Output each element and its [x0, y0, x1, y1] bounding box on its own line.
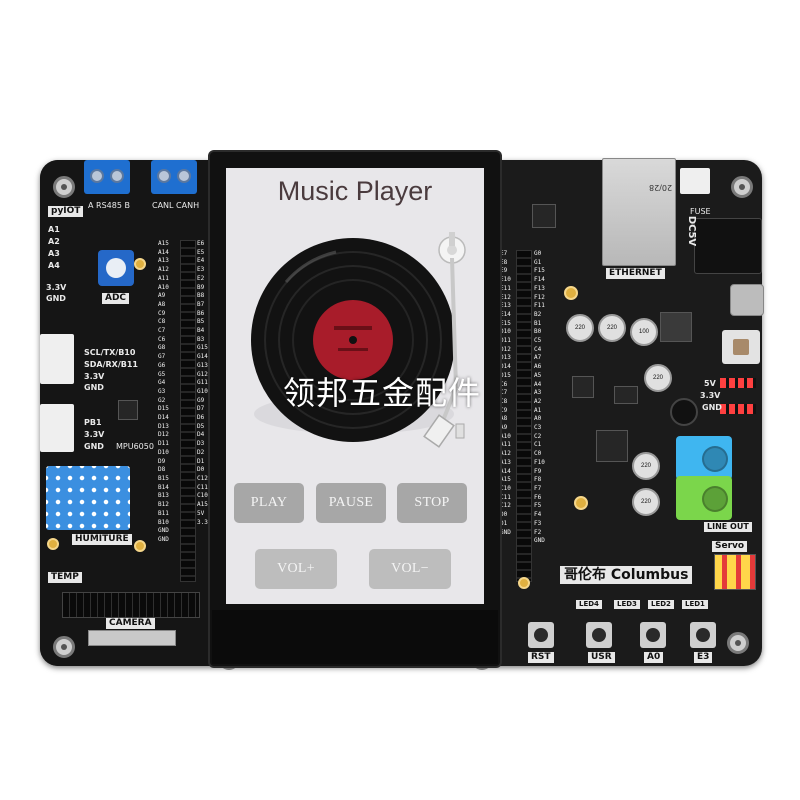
label-pyiot: pyIOT	[48, 206, 84, 217]
label-gnd-c: GND	[46, 294, 66, 303]
rs485-terminal	[84, 160, 130, 194]
red-indicator-leds	[720, 378, 756, 388]
user-button[interactable]	[586, 622, 612, 648]
red-indicator-leds	[720, 404, 756, 414]
e3-button[interactable]	[690, 622, 716, 648]
buzzer	[670, 398, 698, 426]
camera-fpc-connector	[88, 630, 176, 646]
gold-pad	[518, 577, 530, 589]
label-3v3-b: 3.3V	[84, 430, 105, 439]
ethernet-phy-chip	[532, 204, 556, 228]
play-button[interactable]: PLAY	[234, 483, 304, 523]
label-3v3-a: 3.3V	[84, 372, 105, 381]
power-connector	[680, 168, 710, 194]
usb-c-port	[730, 284, 764, 316]
volume-up-button[interactable]: VOL+	[255, 549, 337, 589]
label-a4: A4	[48, 261, 60, 270]
gold-pad	[134, 258, 146, 270]
label-led3: LED3	[614, 600, 640, 609]
label-led2: LED2	[648, 600, 674, 609]
tonearm-icon	[423, 232, 466, 448]
label-led1: LED1	[682, 600, 708, 609]
label-gnd-b: GND	[84, 442, 104, 451]
audio-codec-chip	[596, 430, 628, 462]
label-gnd-a: GND	[84, 383, 104, 392]
power-switch	[722, 330, 760, 364]
gold-pad	[564, 286, 578, 300]
label-camera: CAMERA	[106, 618, 155, 629]
label-a2: A2	[48, 237, 60, 246]
watermark-text: 领邦五金配件	[283, 374, 482, 412]
gold-pad	[134, 540, 146, 552]
brand-label: 哥伦布 Columbus	[560, 566, 693, 584]
capacitor: 220	[566, 314, 594, 342]
can-terminal	[151, 160, 197, 194]
label-e3: E3	[694, 652, 713, 663]
label-dc5v: DC5V	[686, 215, 698, 247]
label-3v3-c: 3.3V	[46, 283, 67, 292]
audio-jack-green	[676, 476, 732, 520]
label-fuse: FUSE	[690, 207, 711, 216]
label-mpu6050: MPU6050	[116, 442, 154, 451]
label-can: CANL CANH	[152, 201, 200, 210]
mounting-hole	[53, 176, 75, 198]
mounting-hole	[731, 176, 753, 198]
i2c-connector	[40, 334, 74, 384]
capacitor: 220	[632, 488, 660, 516]
label-a1: A1	[48, 225, 60, 234]
rj45-label: 20/28	[649, 183, 673, 192]
label-line-out: LINE OUT	[704, 522, 752, 532]
audio-jack-blue	[676, 436, 732, 480]
label-servo: Servo	[712, 541, 748, 552]
label-usr: USR	[588, 652, 615, 663]
transistor	[614, 386, 638, 404]
label-rst: RST	[528, 652, 554, 663]
reset-button[interactable]	[528, 622, 554, 648]
vinyl-record-icon	[251, 238, 455, 442]
capacitor: 220	[598, 314, 626, 342]
label-sda: SDA/RX/B11	[84, 360, 138, 369]
transistor	[572, 376, 594, 398]
pause-button[interactable]: PAUSE	[316, 483, 386, 523]
servo-header	[714, 554, 756, 590]
stop-button[interactable]: STOP	[397, 483, 467, 523]
capacitor: 100	[630, 318, 658, 346]
label-adc: ADC	[102, 293, 130, 304]
label-gnd: GND	[702, 403, 722, 412]
adc-potentiometer	[98, 250, 134, 286]
gold-pad	[47, 538, 59, 550]
label-rs485: A RS485 B	[88, 201, 130, 210]
mounting-hole	[727, 632, 749, 654]
regulator-chip	[660, 312, 692, 342]
label-a3: A3	[48, 249, 60, 258]
pin-header-left	[180, 240, 196, 582]
capacitor: 220	[644, 364, 672, 392]
capacitor: 220	[632, 452, 660, 480]
a0-button[interactable]	[640, 622, 666, 648]
label-scl: SCL/TX/B10	[84, 348, 136, 357]
label-5v: 5V	[704, 379, 716, 388]
camera-header	[62, 592, 200, 618]
humiture-sensor	[46, 466, 130, 530]
mpu6050-chip	[118, 400, 138, 420]
volume-down-button[interactable]: VOL−	[369, 549, 451, 589]
gpio-connector	[40, 404, 74, 452]
label-temp: TEMP	[48, 572, 82, 583]
gold-pad	[574, 496, 588, 510]
label-a0: A0	[644, 652, 664, 663]
dc-barrel-jack	[694, 218, 762, 274]
ethernet-rj45-port: 20/28	[602, 158, 676, 266]
mounting-hole	[53, 636, 75, 658]
label-pb1: PB1	[84, 418, 102, 427]
lcd-bezel-bottom	[212, 610, 498, 664]
label-led4: LED4	[576, 600, 602, 609]
label-ethernet: ETHERNET	[606, 268, 665, 279]
music-player-title: Music Player	[277, 176, 433, 206]
label-3v3: 3.3V	[700, 391, 721, 400]
label-humiture: HUMITURE	[72, 534, 132, 545]
